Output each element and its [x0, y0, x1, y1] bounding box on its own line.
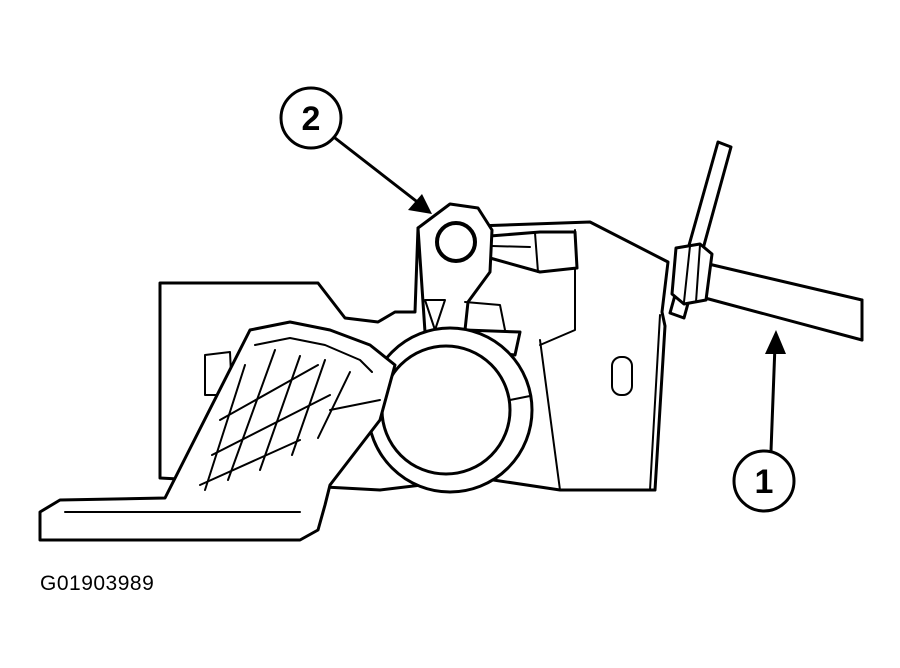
callout-2-number: 2 [302, 100, 321, 138]
brake-cable [698, 260, 864, 342]
callout-1: 1 [732, 330, 796, 513]
pivot-ring [366, 326, 534, 494]
cable-nut [670, 242, 714, 306]
callout-1-number: 1 [755, 463, 774, 501]
pivot-pin [435, 221, 477, 263]
figure-id-label: G01903989 [40, 572, 155, 595]
callout-2: 2 [279, 86, 432, 214]
release-lever [38, 320, 397, 542]
